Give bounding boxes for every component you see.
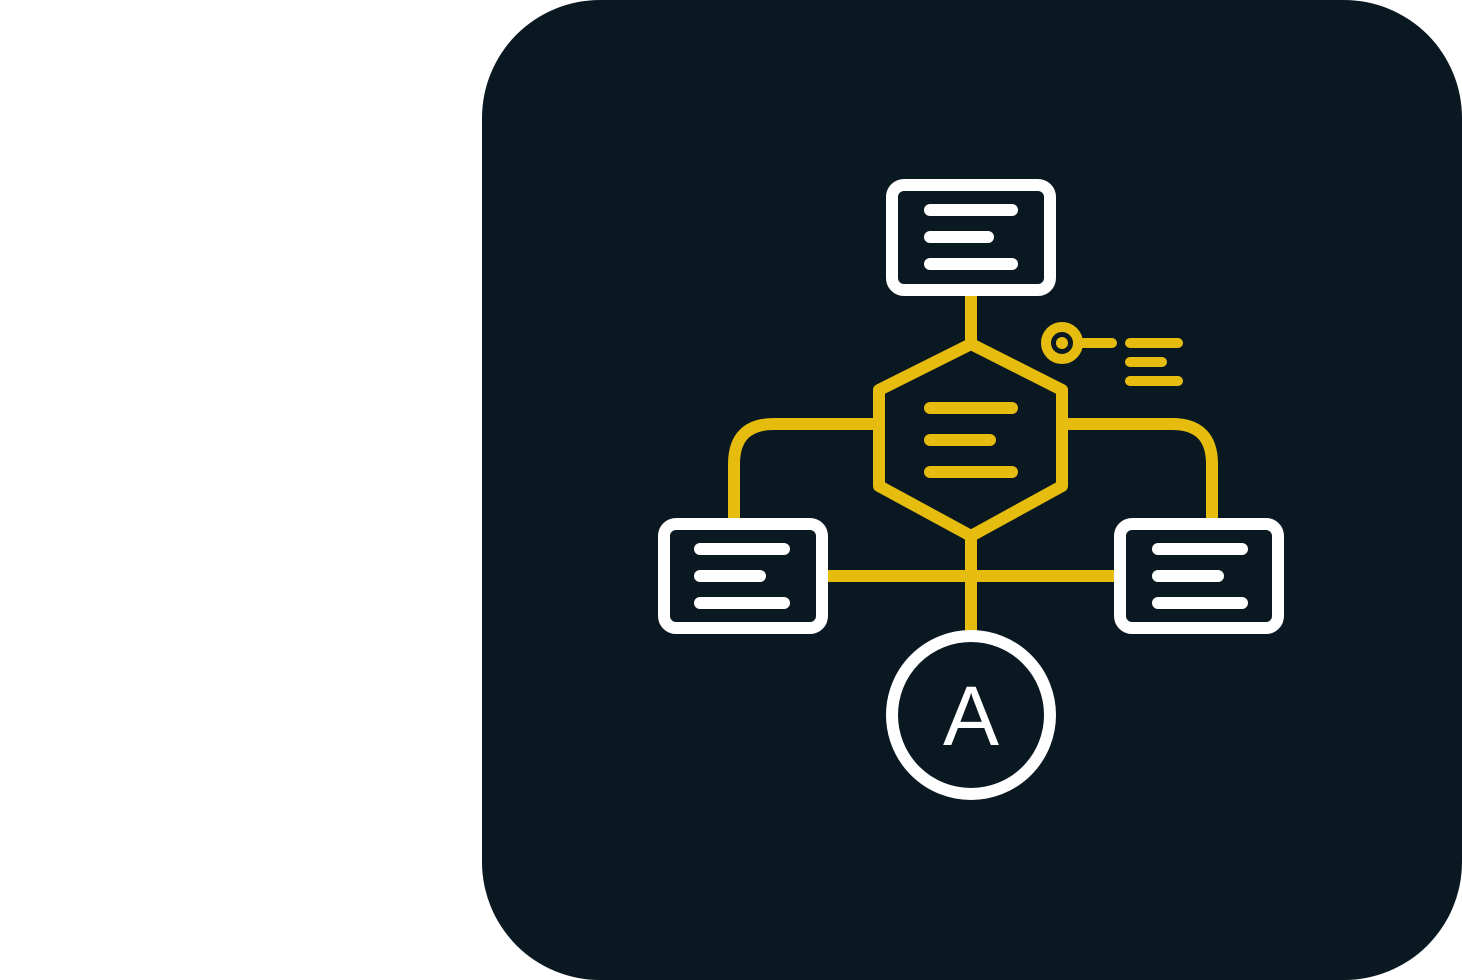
flowchart-icon: A (482, 0, 1462, 980)
terminal-label: A (943, 669, 999, 763)
node-top (886, 179, 1056, 296)
connectors (728, 286, 1218, 642)
connector-left (728, 418, 885, 526)
connector-right (1056, 418, 1218, 526)
tile-background (482, 0, 1462, 980)
hexagon-lines (924, 402, 1018, 478)
legend-key-icon (1041, 322, 1183, 386)
hexagon-node (873, 338, 1068, 542)
node-left (658, 518, 828, 634)
terminal-node: A (886, 630, 1056, 800)
flowchart-graphic: A (482, 0, 1462, 980)
node-right (1114, 518, 1284, 634)
